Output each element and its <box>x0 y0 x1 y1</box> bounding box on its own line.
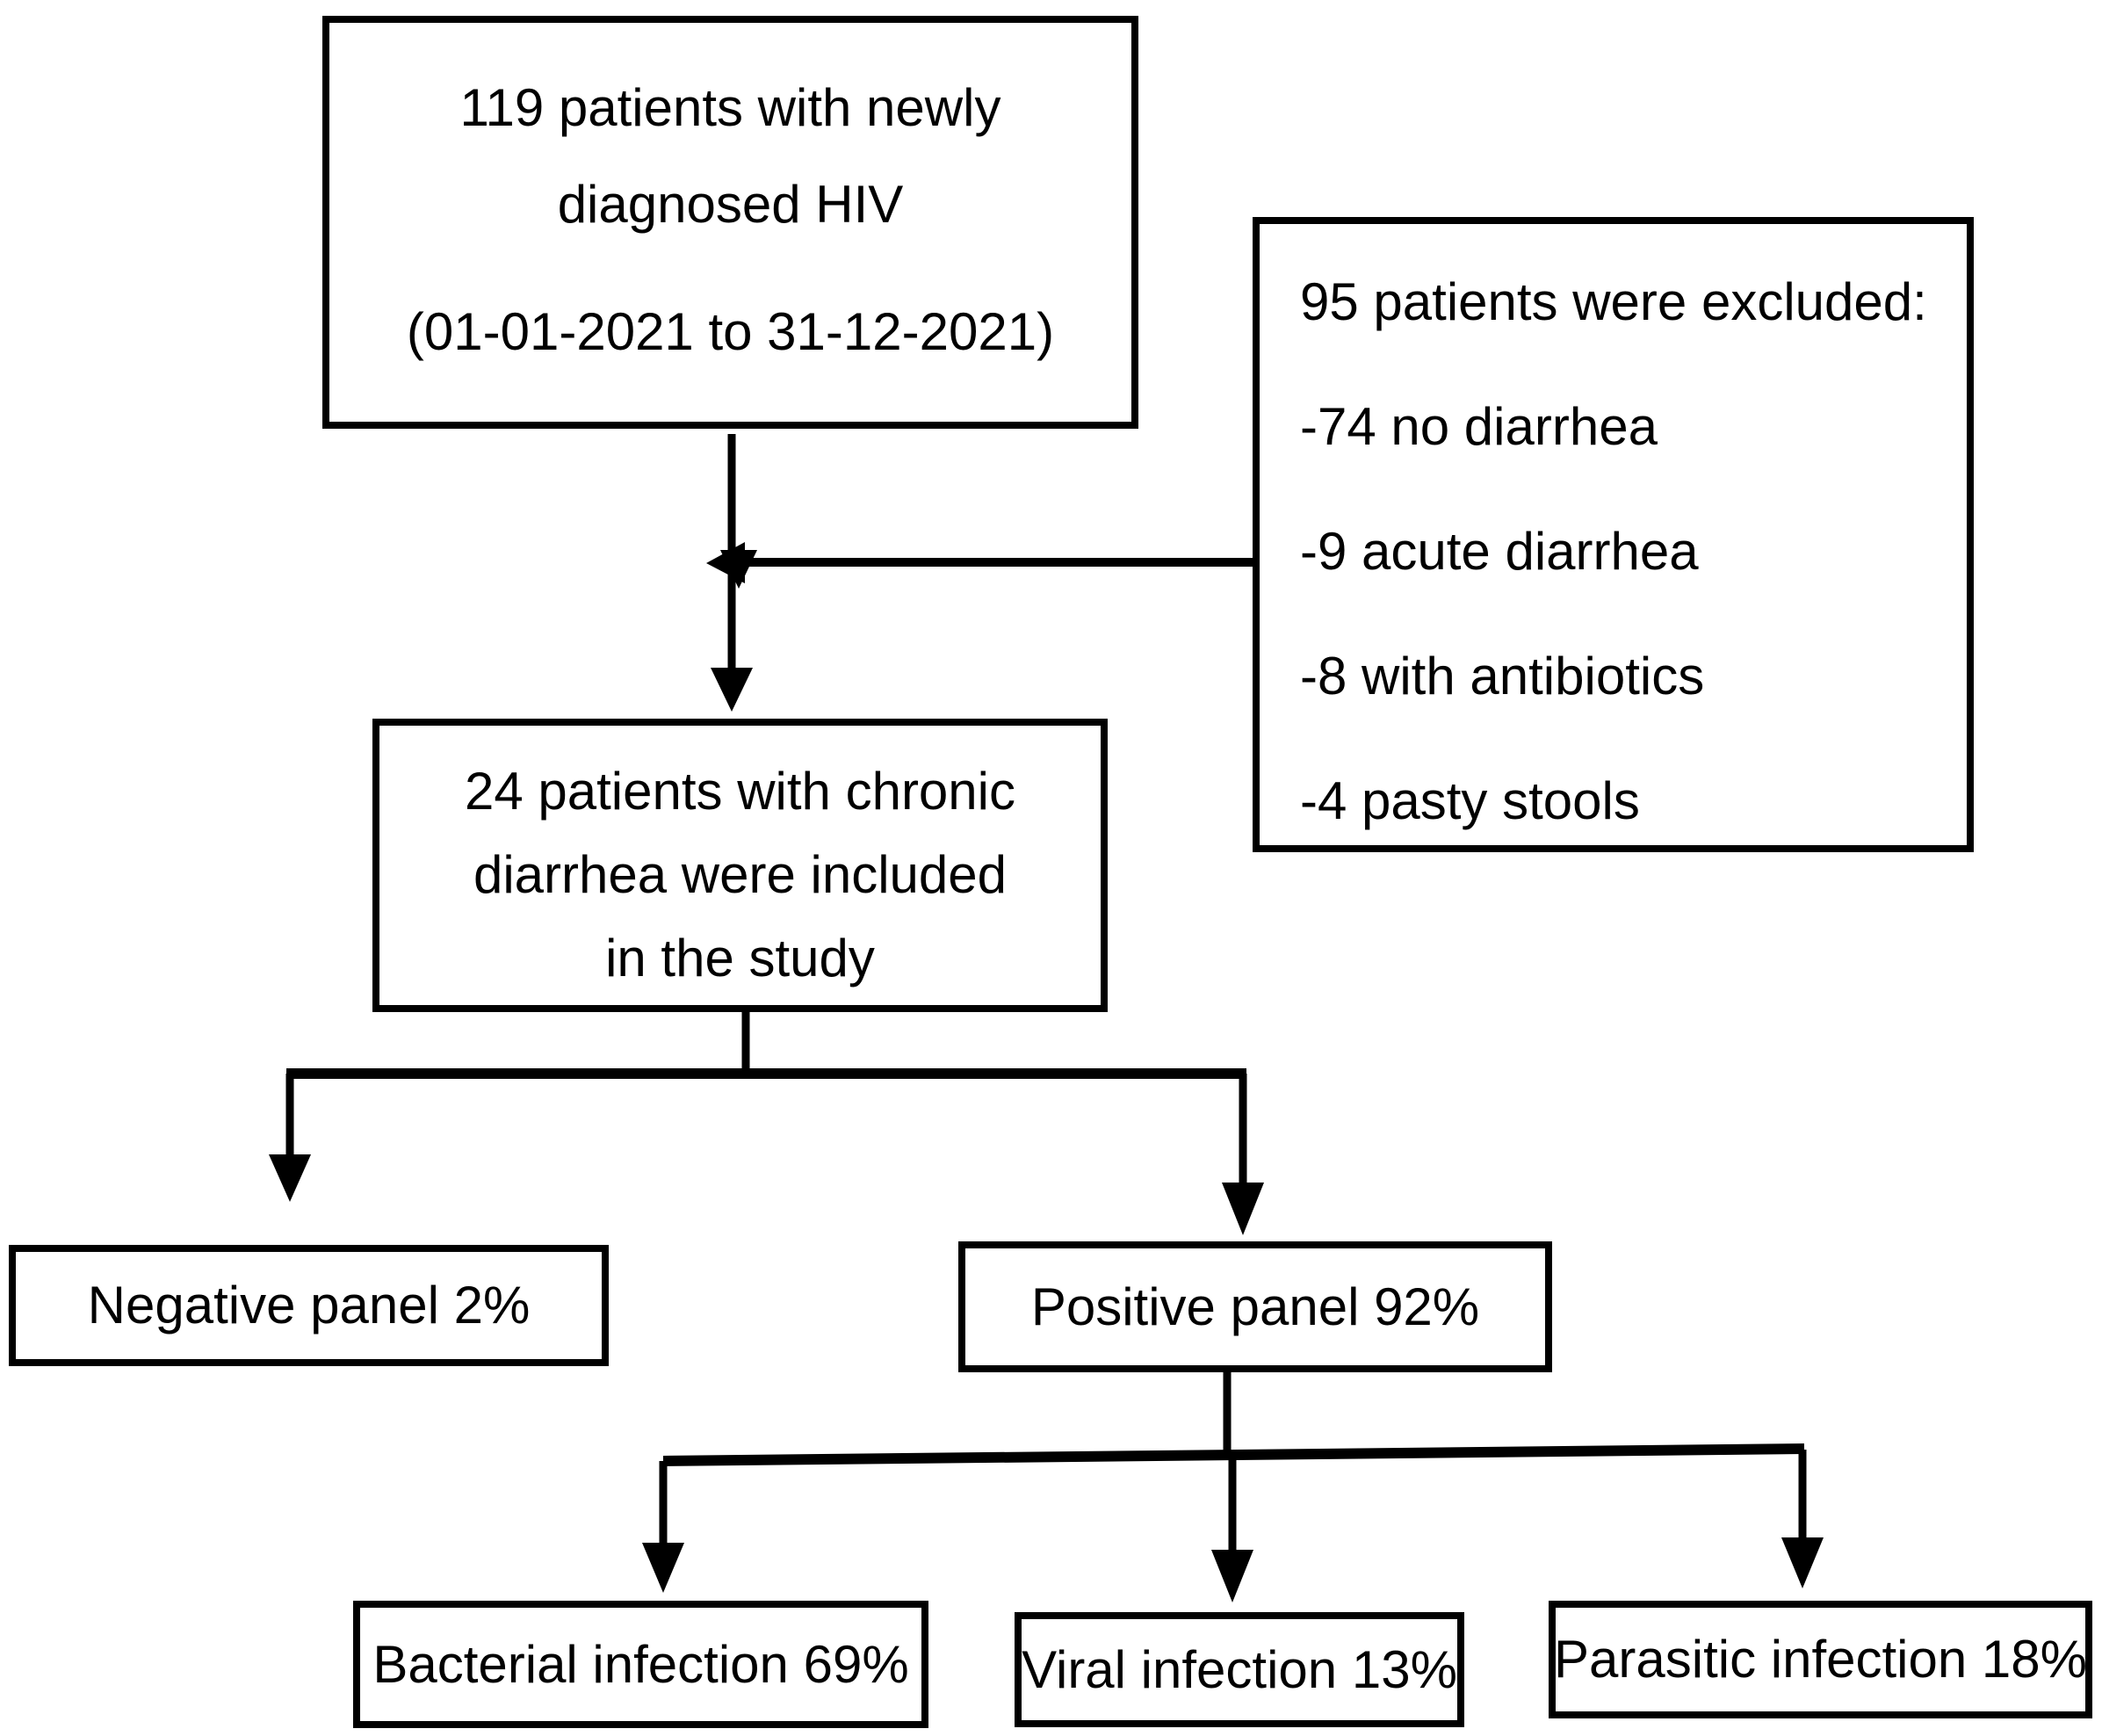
box-text-line: 24 patients with chronic <box>464 761 1015 821</box>
box-text-line: 119 patients with newly <box>459 78 1001 137</box>
box-bacterial-infection: Bacterial infection 69% <box>353 1601 928 1728</box>
box-text-line: Parasitic infection 18% <box>1554 1630 2087 1689</box>
box-text-line: 95 patients were excluded: <box>1300 272 1927 331</box>
box-parasitic-infection: Parasitic infection 18% <box>1549 1601 2092 1718</box>
box-text-line: Positive panel 92% <box>1030 1277 1480 1336</box>
box-text-line: -8 with antibiotics <box>1300 647 1705 705</box>
bacterial-down-arrowhead <box>642 1543 684 1593</box>
box-text-line: -4 pasty stools <box>1300 771 1640 830</box>
box-text-line: diagnosed HIV <box>557 175 904 234</box>
box-viral-infection: Viral infection 13% <box>1015 1612 1464 1727</box>
box-included-patients: 24 patients with chronic diarrhea were i… <box>372 719 1108 1012</box>
box-enrolled-patients: 119 patients with newly diagnosed HIV (0… <box>322 16 1138 429</box>
excluded-left-arrowhead <box>706 542 745 583</box>
box-text-line: -74 no diarrhea <box>1300 397 1658 456</box>
box-text-line: diarrhea were included <box>473 844 1008 904</box>
parasitic-down-arrowhead <box>1781 1537 1824 1588</box>
viral-down-arrowhead <box>1211 1550 1253 1602</box>
box-text-line: in the study <box>605 928 875 987</box>
positive-down-arrowhead <box>1222 1183 1264 1235</box>
box-positive-panel: Positive panel 92% <box>958 1241 1552 1372</box>
box-text-line: Negative panel 2% <box>87 1276 531 1335</box>
box-text-line: Bacterial infection 69% <box>372 1634 909 1694</box>
box-text-line: Viral infection 13% <box>1022 1639 1457 1699</box>
box-negative-panel: Negative panel 2% <box>9 1245 609 1366</box>
box-text-line: (01-01-2021 to 31-12-2021) <box>406 302 1055 361</box>
negative-down-arrowhead <box>269 1154 311 1202</box>
box-text-line: -9 acute diarrhea <box>1300 522 1699 581</box>
box-excluded-patients: 95 patients were excluded: -74 no diarrh… <box>1253 217 1974 852</box>
included-down-arrowhead <box>711 668 753 712</box>
